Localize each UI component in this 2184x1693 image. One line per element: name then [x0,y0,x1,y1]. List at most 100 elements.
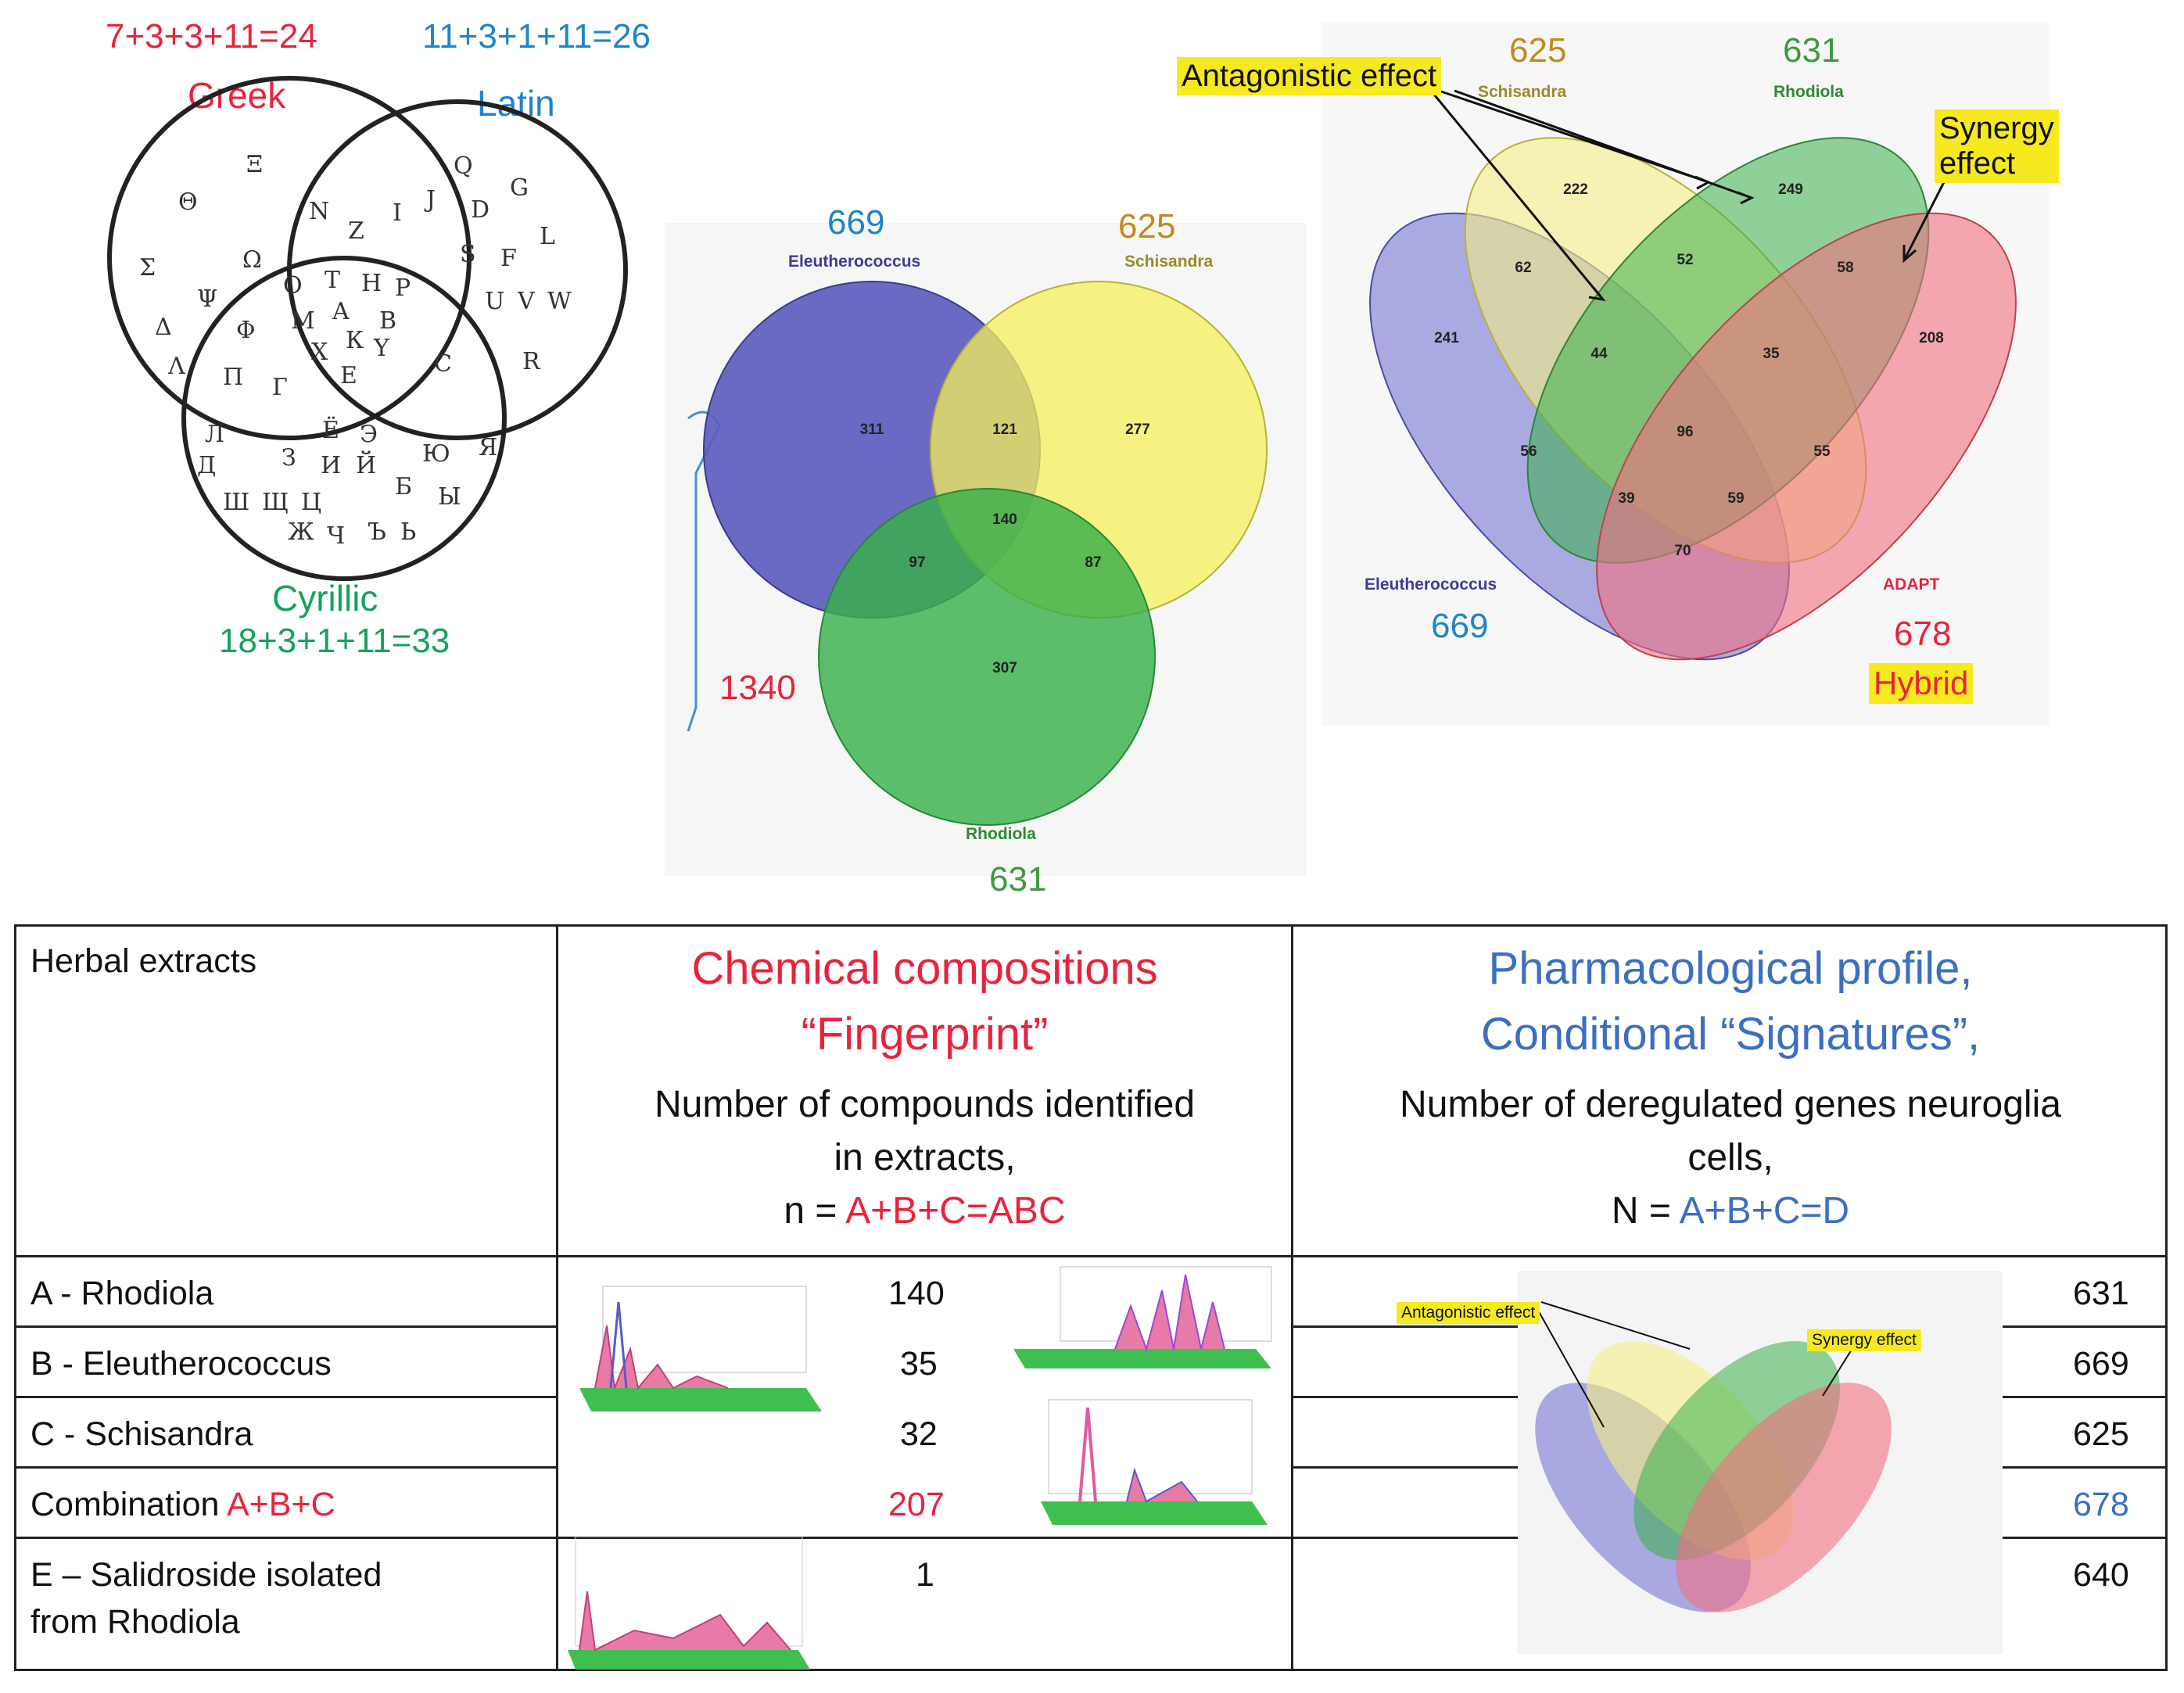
hybrid-label: Hybrid [1869,663,1974,704]
col-pharma-header-2: Conditional “Signatures”, [1480,1009,1981,1060]
svg-text:З: З [282,444,296,472]
svg-text:S: S [460,241,476,268]
row-b-compounds: 35 [900,1345,938,1383]
svg-text:Й: Й [356,450,376,479]
rhodiola-circle [818,488,1156,826]
v4-region-s-only: 222 [1563,181,1588,198]
col-chemical-header-2: “Fingerprint” [801,1009,1049,1060]
row-divider-2a [16,1396,558,1398]
v4-region-e-a: 56 [1520,443,1537,460]
cyrillic-sum: 18+3+1+11=33 [219,622,450,660]
svg-text:Д: Д [197,452,216,479]
header-divider [16,1255,2165,1257]
svg-text:Ы: Ы [438,483,461,511]
svg-text:П: П [223,364,243,391]
adapt-ellipse [1596,212,2017,661]
col-chemical-header-1: Chemical compositions [691,943,1158,994]
svg-text:N: N [309,198,329,225]
mini-venn-image [1518,1271,2003,1654]
row-b-genes: 669 [2073,1345,2129,1383]
alphabet-venn-diagram: 7+3+3+11=24 11+3+1+11=26 Greek Latin Ξ Θ… [0,0,704,704]
v4-rhodiola-count: 631 [1783,31,1841,70]
svg-text:Θ: Θ [178,188,198,216]
row-divider-4a [16,1537,1293,1539]
latin-sum: 11+3+1+11=26 [422,17,651,56]
svg-text:Б: Б [395,473,412,500]
svg-text:Г: Г [272,374,288,401]
three-set-venn-panel: 669 Eleutherococcus 625 Schisandra 311 1… [665,203,1306,899]
row-divider-3a [16,1466,558,1469]
col-chemical-sub-1: Number of compounds identified [654,1084,1196,1125]
svg-text:Л: Л [205,421,224,448]
venn4-shapes: 222 249 241 208 62 52 58 44 35 56 96 55 … [1369,89,2017,661]
v4-eleuthero-label: Eleutherococcus [1365,576,1497,594]
row-combination-compounds: 207 [888,1486,945,1523]
svg-text:B: B [379,307,396,335]
v4-region-r-only: 249 [1778,181,1803,198]
chromatogram-rhodiola-image [579,1286,822,1411]
synergy-effect-label: Synergy effect [1935,109,2059,183]
col-chemical-sub-2: in extracts, [834,1137,1016,1178]
svg-text:V: V [517,288,536,315]
v4-region-e-a-only: 70 [1674,543,1691,559]
v4-region-s-r: 52 [1677,252,1693,268]
greek-label: Greek [188,75,286,116]
herbal-extracts-table: Herbal extracts Chemical compositions “F… [14,924,2168,1671]
row-e-genes: 640 [2073,1556,2129,1594]
svg-text:Ξ: Ξ [246,151,263,178]
row-combination-prefix: Combination [30,1486,227,1523]
mini-synergy-label: Synergy effect [1807,1329,1921,1351]
v4-region-e-s-r: 44 [1590,346,1608,362]
v4-region-e-only: 241 [1434,330,1459,346]
svg-text:D: D [471,196,490,224]
svg-text:Е: Е [340,362,357,389]
greek-circle [107,76,472,440]
v4-adapt-label: ADAPT [1883,576,1940,594]
eleuthero-label: Eleutherococcus [788,253,921,271]
eleuthero-count: 669 [827,203,885,242]
v4-region-e-s-a: 39 [1618,490,1634,507]
row-e-name-line1: E – Salidroside isolated [30,1556,382,1594]
svg-text:A: A [332,298,350,325]
v4-region-s-r-a2: 59 [1727,490,1744,507]
region-r-only: 307 [992,660,1017,676]
svg-text:Σ: Σ [139,254,156,282]
svg-text:H: H [361,270,382,297]
svg-text:I: I [393,199,402,227]
svg-text:Ё: Ё [322,416,339,444]
region-all: 140 [992,511,1017,528]
row-combination-genes: 678 [2073,1486,2129,1523]
total-count: 1340 [719,669,796,707]
v4-region-all: 96 [1677,424,1693,440]
col-pharma-formula: N = A+B+C=D [1293,1189,2168,1232]
row-c-compounds: 32 [900,1415,938,1453]
rhodiola-count: 631 [989,860,1047,899]
svg-text:Y: Y [373,335,390,362]
venn3-shapes: 311 121 277 140 97 87 307 [687,281,1268,826]
col-divider-2 [1291,927,1293,1669]
row-combination-name: Combination A+B+C [30,1486,335,1524]
v4-schisandra-count: 625 [1509,31,1567,70]
formula-prefix: N = [1611,1190,1680,1232]
region-e-s: 121 [992,421,1017,438]
svg-text:W: W [547,288,572,315]
svg-text:Ψ: Ψ [197,285,217,313]
region-e-r: 97 [909,554,925,571]
four-set-venn-panel: 625 Schisandra 631 Rhodiola 222 249 241 … [1177,22,2059,726]
svg-text:Щ: Щ [262,489,289,516]
svg-text:F: F [500,245,517,272]
svg-text:Ъ: Ъ [368,518,386,546]
svg-text:Φ: Φ [236,317,256,344]
svg-text:R: R [522,348,541,375]
svg-text:Ω: Ω [242,246,262,274]
cyrillic-circle [181,256,507,581]
v4-schisandra-label: Schisandra [1478,83,1567,101]
v4-region-e-s: 62 [1515,260,1531,276]
svg-text:Я: Я [479,434,497,461]
svg-text:Ч: Ч [327,522,345,550]
region-s-only: 277 [1125,421,1150,438]
svg-text:И: И [321,452,341,479]
v4-region-e-r-a: 55 [1813,443,1831,460]
svg-text:J: J [424,186,436,213]
row-a-compounds: 140 [888,1275,945,1312]
